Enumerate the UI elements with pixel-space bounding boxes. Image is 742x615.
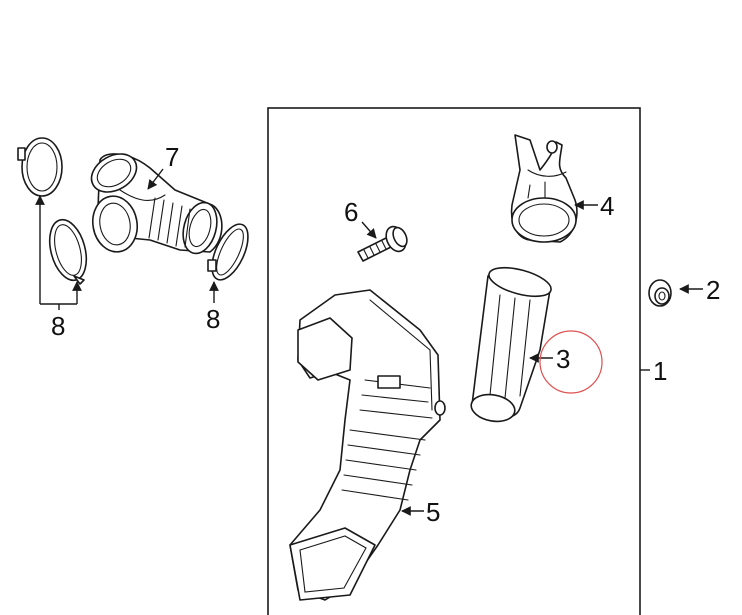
- callout-4: 4: [600, 191, 614, 221]
- callout-6: 6: [344, 197, 358, 227]
- callout-2: 2: [706, 275, 720, 305]
- clamp-small-left: [48, 218, 88, 285]
- leaders: [35, 168, 703, 516]
- callout-5: 5: [426, 497, 440, 527]
- highlight-circle: [539, 330, 603, 394]
- leader-6: [361, 221, 377, 239]
- grommet: [648, 279, 672, 307]
- resonator-elbow: [510, 134, 578, 243]
- clamp-right: [207, 223, 249, 281]
- assembly-box: [267, 107, 641, 615]
- intake-hose: [90, 153, 223, 255]
- callout-7: 7: [165, 142, 179, 172]
- callout-1: 1: [653, 356, 667, 386]
- bolt: [357, 225, 408, 262]
- callout-3: 3: [556, 344, 570, 374]
- air-duct: [289, 289, 446, 601]
- callout-8-right: 8: [206, 304, 220, 334]
- snorkel-tube: [470, 266, 552, 423]
- clamp-large-left: [17, 137, 63, 197]
- callout-8-left: 8: [51, 311, 65, 341]
- leader-7: [147, 168, 164, 190]
